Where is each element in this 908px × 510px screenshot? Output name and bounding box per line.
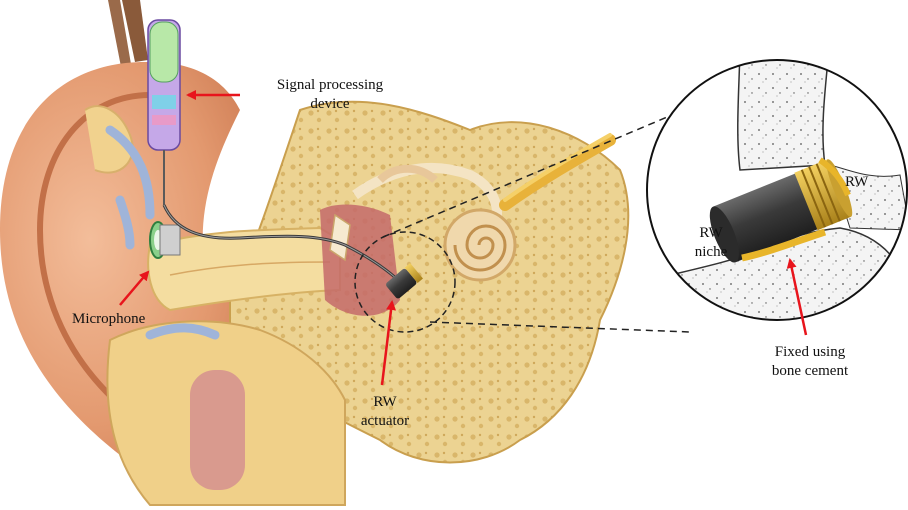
label-fixed-line1: Fixed using (740, 343, 880, 362)
label-rw-actuator: RW actuator (345, 393, 425, 431)
label-fixed-line2: bone cement (740, 362, 880, 381)
label-rw-niche-line2: niche (686, 243, 736, 262)
label-signal-processing-line2: device (250, 95, 410, 114)
label-rw-niche-line1: RW (686, 224, 736, 243)
hair-illustration (108, 0, 148, 72)
label-signal-processing: Signal processing device (250, 76, 410, 114)
label-rw-actuator-line1: RW (345, 393, 425, 412)
label-fixed-bone-cement: Fixed using bone cement (740, 343, 880, 381)
microphone-illustration (150, 222, 180, 258)
label-rw-actuator-line2: actuator (345, 412, 425, 431)
label-signal-processing-line1: Signal processing (250, 76, 410, 95)
cochlea-illustration (445, 210, 515, 280)
label-rw: RW (845, 173, 868, 192)
label-microphone: Microphone (72, 310, 145, 329)
zoom-detail-illustration (647, 40, 908, 330)
label-rw-niche: RW niche (686, 224, 736, 262)
